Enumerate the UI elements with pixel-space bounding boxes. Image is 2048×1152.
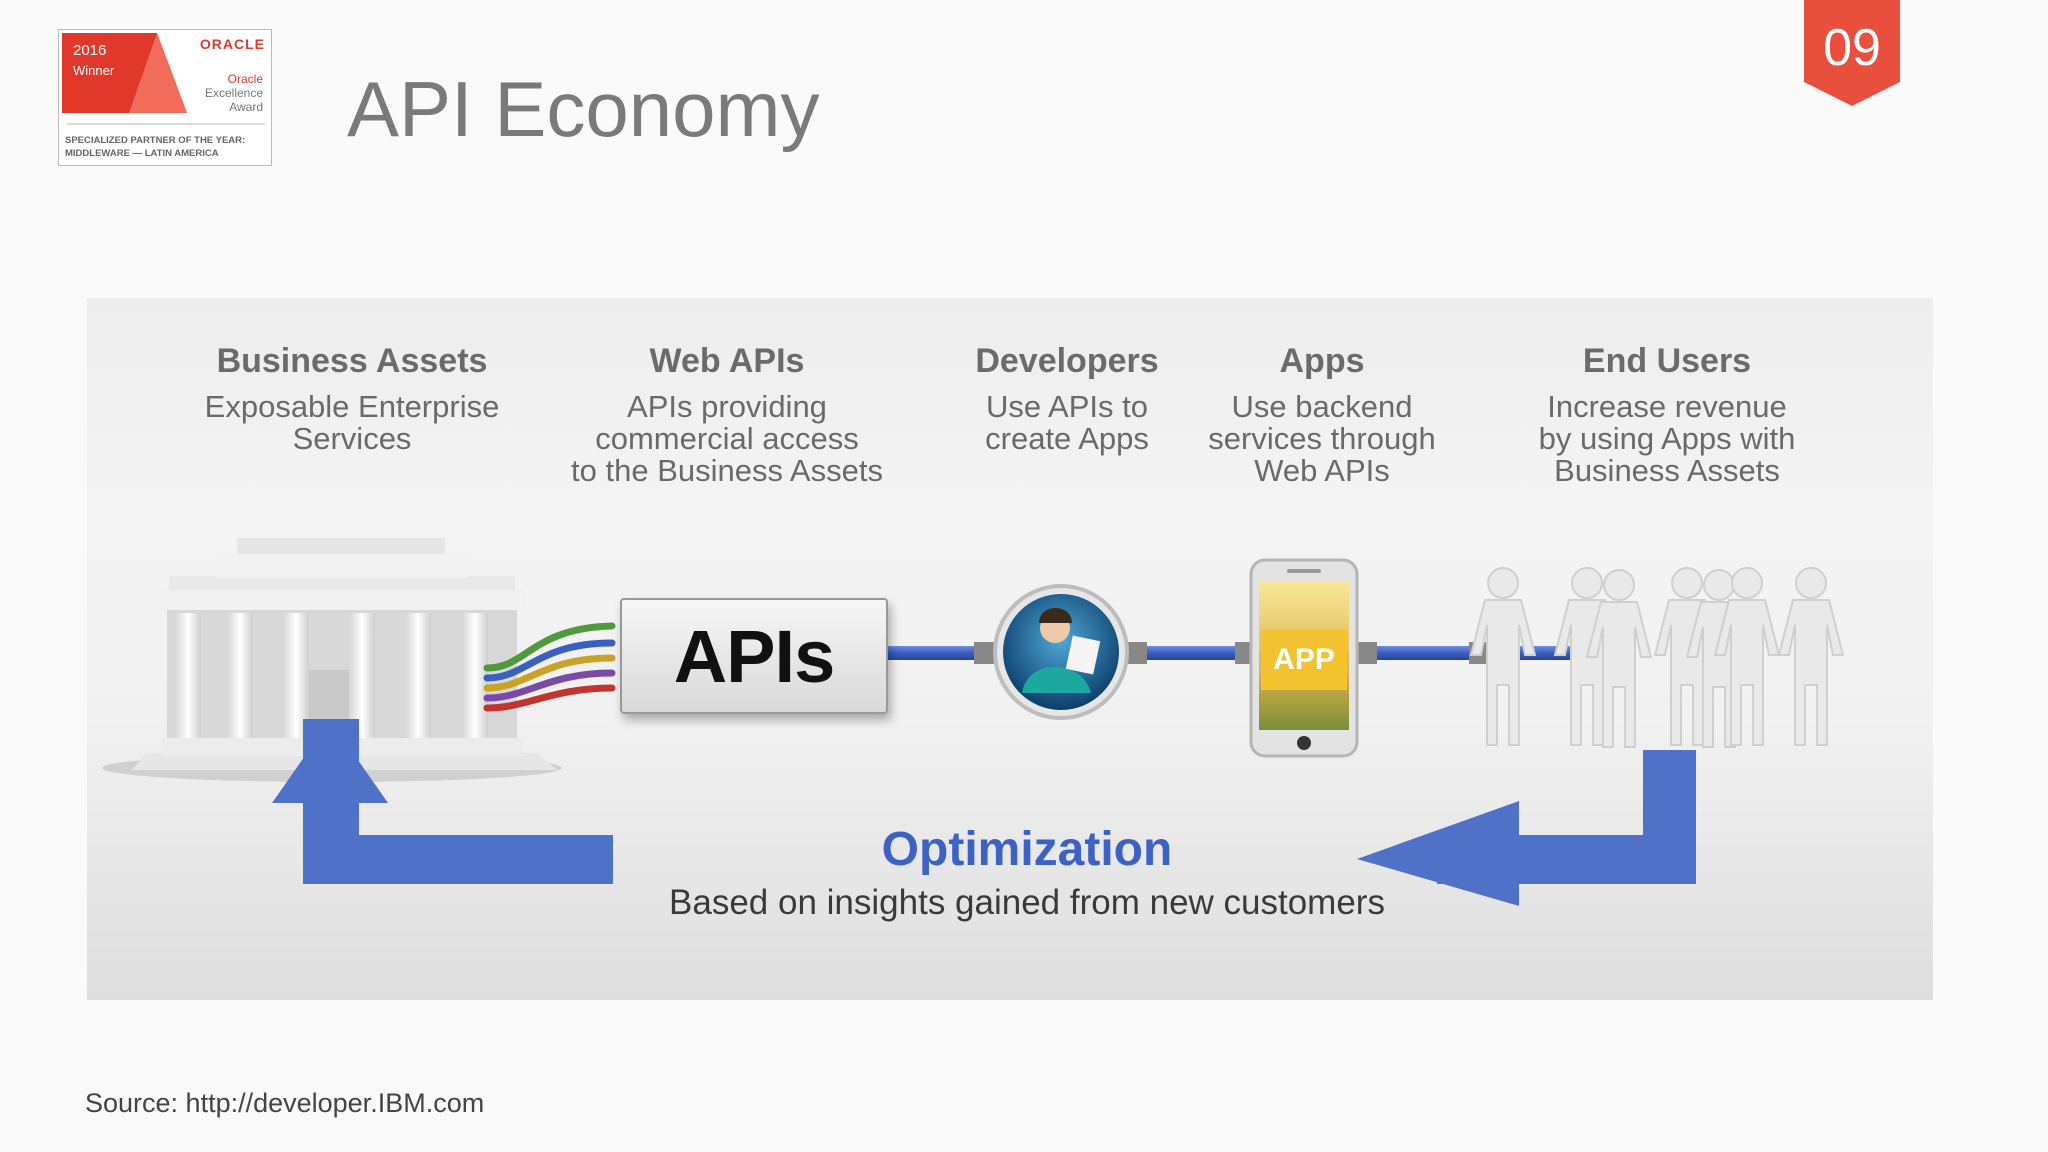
badge-award-line2: Excellence: [204, 86, 263, 100]
badge-year: 2016: [73, 42, 107, 59]
column-text: Exposable Enterprise Services: [204, 389, 500, 456]
column-text: Increase revenue by using Apps with Busi…: [1538, 389, 1796, 488]
apis-label: APIs: [673, 615, 836, 698]
column-heading: Business Assets: [216, 342, 488, 380]
badge-partner-text: SPECIALIZED PARTNER OF THE YEAR: MIDDLEW…: [65, 135, 246, 159]
column-heading: End Users: [1582, 342, 1752, 380]
apis-box: APIs: [620, 598, 888, 714]
column-apps: Apps Use backend services through Web AP…: [1187, 342, 1457, 487]
badge-award-line1: Oracle: [227, 72, 263, 86]
column-end-users: End Users Increase revenue by using Apps…: [1507, 342, 1827, 487]
award-badge-graphic: [62, 33, 265, 125]
column-web-apis: Web APIs APIs providing commercial acces…: [567, 342, 887, 487]
page-title: API Economy: [347, 65, 820, 153]
oracle-logo: ORACLE: [199, 36, 265, 52]
page-tab-shape: [1804, 0, 1900, 106]
column-heading: Apps: [1279, 342, 1365, 380]
column-heading: Web APIs: [649, 342, 805, 380]
column-developers: Developers Use APIs to create Apps: [947, 342, 1187, 455]
badge-winner: Winner: [73, 63, 115, 78]
column-heading: Developers: [975, 342, 1159, 380]
column-business-assets: Business Assets Exposable Enterprise Ser…: [197, 342, 507, 455]
developer-avatar-icon: [993, 584, 1129, 720]
cables-icon: [483, 622, 616, 712]
optimization-subtitle: Based on insights gained from new custom…: [669, 883, 1385, 922]
column-text: Use APIs to create Apps: [985, 389, 1149, 456]
arrow-left-head: [1357, 801, 1519, 906]
column-text: Use backend services through Web APIs: [1208, 389, 1436, 488]
page-number-tab: 09: [1804, 0, 1900, 106]
app-label: APP: [1261, 630, 1347, 690]
people-icon: [1469, 567, 1845, 748]
source-citation: Source: http://developer.IBM.com: [85, 1088, 485, 1118]
column-text: APIs providing commercial access to the …: [571, 389, 883, 488]
building-icon: [102, 538, 562, 782]
api-economy-diagram: Business Assets Exposable Enterprise Ser…: [87, 298, 1933, 1000]
page-number: 09: [1823, 19, 1881, 77]
arrow-up-icon: [272, 719, 613, 884]
optimization-block: Optimization Based on insights gained fr…: [587, 822, 1467, 923]
optimization-title: Optimization: [881, 823, 1173, 876]
badge-award-line3: Award: [229, 100, 263, 114]
